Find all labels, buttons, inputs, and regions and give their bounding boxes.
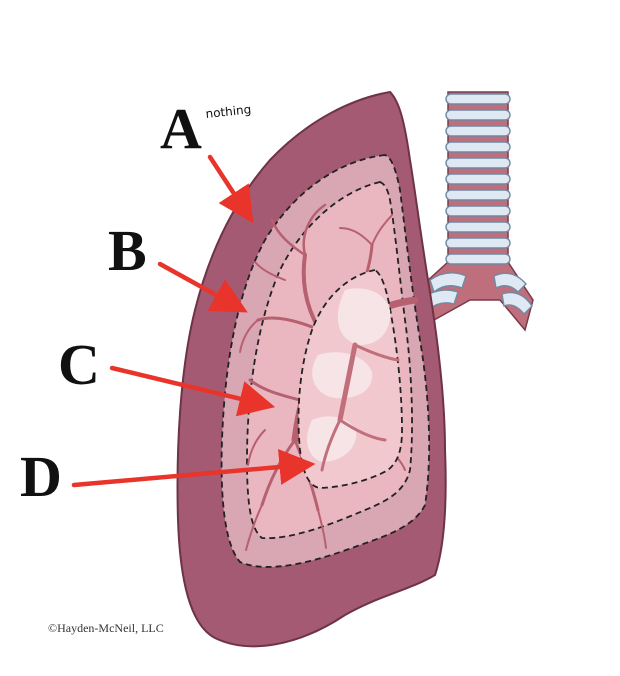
- arrow-b: [157, 261, 248, 313]
- tracheal-rings: [421, 93, 533, 316]
- label-b: B: [108, 218, 147, 283]
- inner-airways: [307, 288, 391, 462]
- arrows: [71, 154, 316, 488]
- trachea: [414, 91, 534, 332]
- arrow-d: [71, 449, 316, 488]
- label-c: C: [58, 332, 100, 397]
- label-a: A: [160, 96, 202, 161]
- label-d: D: [20, 444, 62, 509]
- handwritten-annotation: nothing: [205, 102, 252, 121]
- arrow-c: [109, 365, 276, 417]
- copyright-credit: ©Hayden-McNeil, LLC: [48, 621, 164, 635]
- arrow-a: [207, 154, 254, 224]
- inner-vessels: [320, 342, 400, 472]
